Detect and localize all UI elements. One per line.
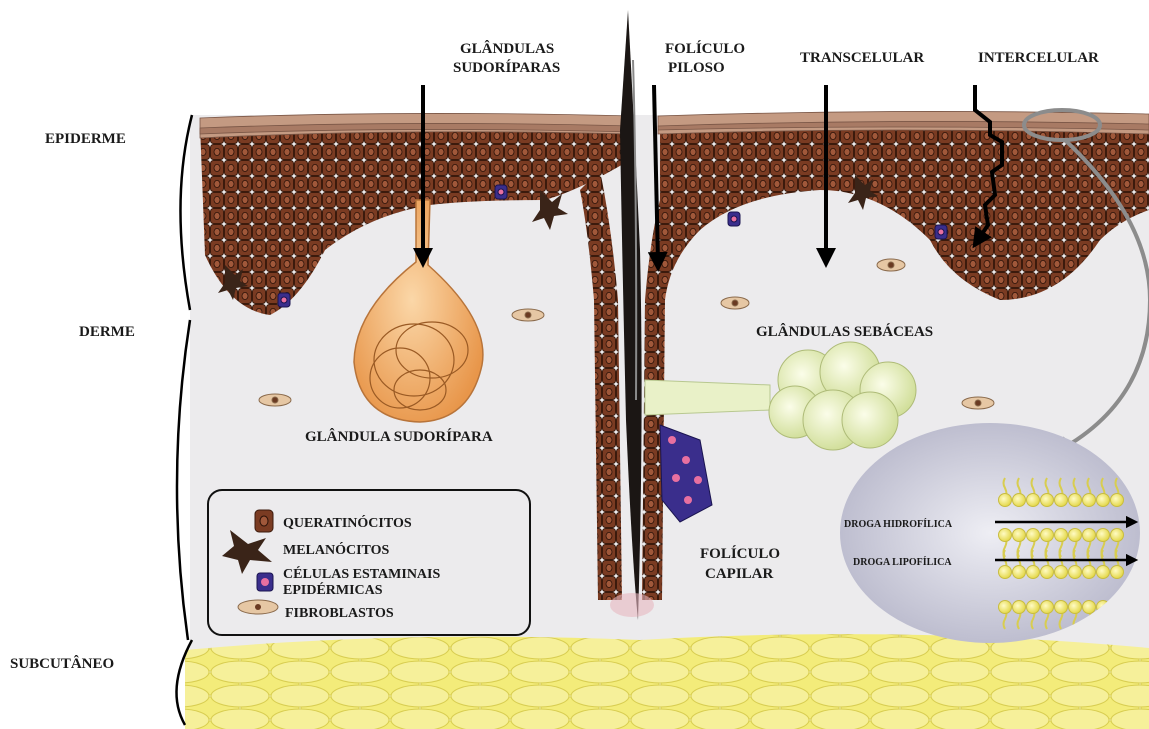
lipid-head <box>1041 529 1054 542</box>
lipid-head <box>1111 529 1124 542</box>
legend-label-melanocitos: MELANÓCITOS <box>283 541 390 558</box>
lipid-head <box>1069 494 1082 507</box>
lipid-head <box>1111 566 1124 579</box>
lipid-head <box>1069 566 1082 579</box>
hair-bulb <box>610 593 654 617</box>
lipid-head <box>1013 566 1026 579</box>
lipid-head <box>1055 601 1068 614</box>
lipid-head <box>1013 529 1026 542</box>
label-glandulas-sudoriparas-1: GLÂNDULAS <box>460 40 554 57</box>
lipid-head <box>1027 494 1040 507</box>
subcutaneous-fat <box>185 634 1149 729</box>
legend-stem-cell-nucleus <box>261 578 269 586</box>
lipid-head <box>1083 529 1096 542</box>
lipid-head <box>1097 529 1110 542</box>
lipid-head <box>999 566 1012 579</box>
lipid-head <box>1013 601 1026 614</box>
legend-label-celulas-2: EPIDÉRMICAS <box>283 581 383 598</box>
lipid-membrane-zoom <box>840 423 1140 643</box>
layer-brackets <box>176 115 192 725</box>
lipid-head <box>1055 529 1068 542</box>
lipid-head <box>1083 566 1096 579</box>
lipid-head <box>1097 566 1110 579</box>
lipid-head <box>1027 529 1040 542</box>
lipid-head <box>999 529 1012 542</box>
label-derme: DERME <box>79 324 135 340</box>
legend-label-queratinocitos: QUERATINÓCITOS <box>283 514 412 531</box>
lipid-head <box>1041 566 1054 579</box>
lipid-head <box>1083 601 1096 614</box>
label-epiderme: EPIDERME <box>45 131 126 147</box>
lipid-head <box>999 601 1012 614</box>
lipid-head <box>1083 494 1096 507</box>
label-foliculo-capilar-1: FOLÍCULO <box>700 545 780 562</box>
label-droga-lipofilica: DROGA LIPOFÍLICA <box>853 556 952 568</box>
label-intercelular: INTERCELULAR <box>978 50 1099 66</box>
label-glandulas-sebaceas: GLÂNDULAS SEBÁCEAS <box>756 323 933 340</box>
label-transcelular: TRANSCELULAR <box>800 50 924 66</box>
lipid-head <box>1027 601 1040 614</box>
legend-label-celulas-1: CÉLULAS ESTAMINAIS <box>283 565 440 582</box>
lipid-head <box>1097 494 1110 507</box>
lipid-head <box>1069 601 1082 614</box>
lipid-head <box>1055 494 1068 507</box>
label-foliculo-piloso-2: PILOSO <box>668 60 725 76</box>
legend-fibroblast-nucleus <box>255 604 261 610</box>
lipid-head <box>1069 529 1082 542</box>
legend-label-fibroblastos: FIBROBLASTOS <box>285 606 394 621</box>
lipid-head <box>1027 566 1040 579</box>
lipid-head <box>1013 494 1026 507</box>
legend-keratinocyte-nucleus <box>260 516 268 526</box>
label-glandula-sudoripara: GLÂNDULA SUDORÍPARA <box>305 428 493 445</box>
label-foliculo-piloso-1: FOLÍCULO <box>665 40 745 57</box>
lipid-head <box>1111 494 1124 507</box>
label-glandulas-sudoriparas-2: SUDORÍPARAS <box>453 59 560 76</box>
label-subcutaneo: SUBCUTÂNEO <box>10 655 114 672</box>
lipid-head <box>1041 601 1054 614</box>
lipid-head <box>1055 566 1068 579</box>
label-droga-hidrofilica: DROGA HIDROFÍLICA <box>844 518 953 530</box>
lipid-head <box>999 494 1012 507</box>
label-foliculo-capilar-2: CAPILAR <box>705 566 774 582</box>
lipid-head <box>1041 494 1054 507</box>
